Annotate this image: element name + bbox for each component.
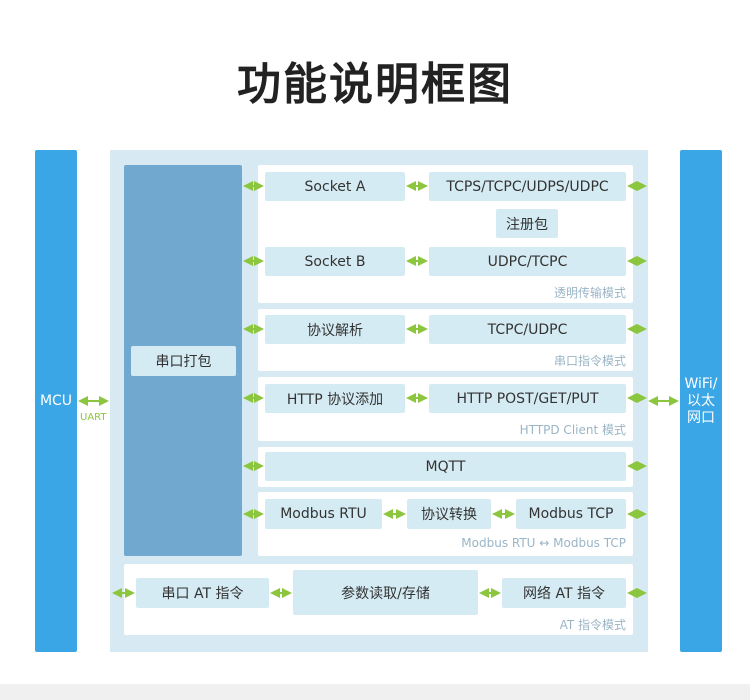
protocols-b-box: UDPC/TCPC	[429, 247, 626, 276]
http-add-protocol-box: HTTP 协议添加	[265, 384, 405, 413]
httpd-client-mode-label: HTTPD Client 模式	[519, 423, 626, 437]
params-label: 参数读取/存储	[341, 585, 430, 602]
http-methods-box: HTTP POST/GET/PUT	[429, 384, 626, 413]
mcu-block: MCU	[35, 150, 77, 652]
modbus-mode-label: Modbus RTU ↔ Modbus TCP	[461, 536, 626, 550]
transparent-mode-label: 透明传输模式	[553, 286, 626, 300]
protocols-a-box: TCPS/TCPC/UDPS/UDPC	[429, 172, 626, 201]
mcu-label: MCU	[39, 392, 73, 409]
socket-b-label: Socket B	[304, 253, 366, 270]
modbus-rtu-box: Modbus RTU	[265, 499, 382, 529]
protocol-parse-box: 协议解析	[265, 315, 405, 344]
modbus-tcp-box: Modbus TCP	[516, 499, 626, 529]
bottom-strip	[0, 684, 750, 700]
socket-a-box: Socket A	[265, 172, 405, 201]
serial-command-mode-label: 串口指令模式	[553, 354, 626, 368]
at-mode-label: AT 指令模式	[559, 618, 626, 632]
http-methods-label: HTTP POST/GET/PUT	[456, 390, 599, 407]
http-add-protocol-label: HTTP 协议添加	[286, 391, 384, 408]
serial-at-box: 串口 AT 指令	[136, 578, 269, 608]
serial-protocols-label: TCPC/UDPC	[487, 321, 568, 338]
uart-pack-label: 串口打包	[155, 354, 212, 370]
mqtt-box: MQTT	[265, 452, 626, 481]
modbus-rtu-label: Modbus RTU	[280, 506, 367, 522]
protocol-parse-label: 协议解析	[307, 322, 363, 339]
serial-at-label: 串口 AT 指令	[161, 586, 244, 602]
wifi-ethernet-label: WiFi/ 以太 网口	[684, 375, 718, 426]
wifi-ethernet-block: WiFi/ 以太 网口	[680, 150, 722, 652]
serial-protocols-box: TCPC/UDPC	[429, 315, 626, 344]
modbus-tcp-label: Modbus TCP	[528, 506, 614, 522]
mqtt-label: MQTT	[425, 458, 466, 475]
uart-pack-box: 串口打包	[131, 346, 236, 376]
protocol-convert-box: 协议转换	[407, 499, 491, 529]
network-at-label: 网络 AT 指令	[523, 586, 605, 602]
protocols-a-label: TCPS/TCPC/UDPS/UDPC	[446, 178, 609, 195]
uart-label: UART	[80, 412, 107, 423]
socket-b-box: Socket B	[265, 247, 405, 276]
register-packet-box: 注册包	[496, 209, 558, 238]
protocols-b-label: UDPC/TCPC	[487, 253, 568, 270]
register-packet-label: 注册包	[506, 216, 548, 233]
diagram-title: 功能说明框图	[237, 59, 513, 110]
params-box: 参数读取/存储	[293, 570, 478, 615]
network-at-box: 网络 AT 指令	[502, 578, 626, 608]
protocol-convert-label: 协议转换	[421, 507, 477, 523]
socket-a-label: Socket A	[304, 178, 366, 195]
